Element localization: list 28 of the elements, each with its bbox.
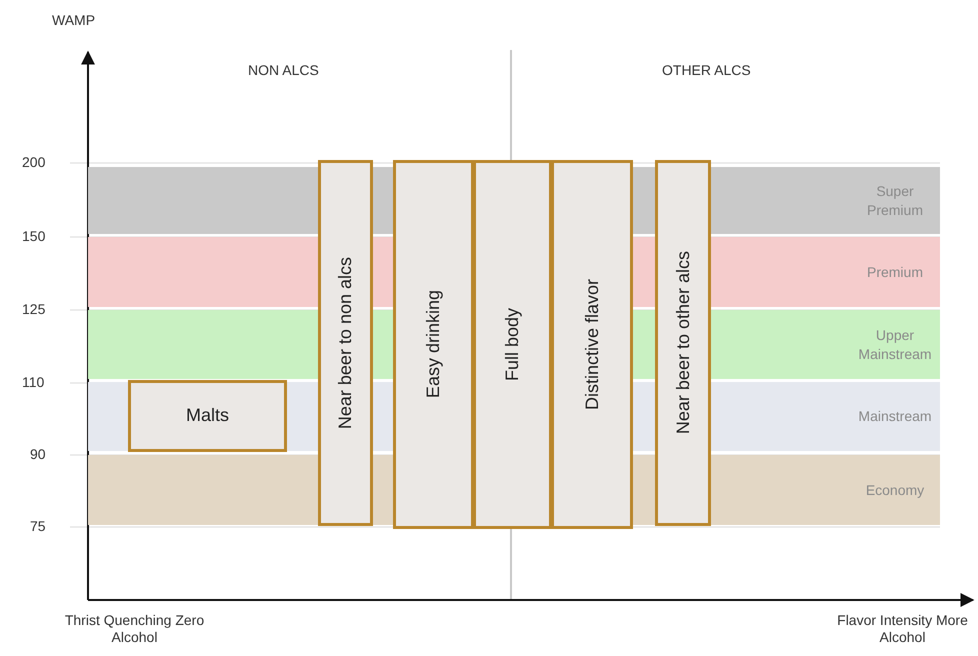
category-box (318, 160, 373, 526)
node-text: Full body (502, 308, 523, 382)
category-box (655, 160, 711, 526)
tick-label: 90 (30, 446, 46, 463)
category-box (128, 380, 287, 452)
tick-label: 150 (22, 228, 46, 245)
node-text: Premium (866, 262, 924, 282)
node-text: Near beer to non alcs (335, 256, 356, 430)
category-box (473, 160, 552, 529)
category-box (393, 160, 474, 529)
node-text: Economy (864, 480, 926, 500)
node-text: Super Premium (866, 182, 924, 219)
node-text: Easy drinking (423, 290, 444, 399)
region-label: NON ALCS (248, 62, 319, 79)
node-text: Distinctive flavor (582, 278, 602, 410)
region-label: OTHER ALCS (662, 62, 751, 79)
node-text: Malts (186, 404, 229, 428)
node-text: Mainstream (857, 407, 933, 426)
tick-label: 125 (22, 301, 46, 318)
axis-label: Flavor Intensity More Alcohol (836, 612, 969, 646)
axis-label: Thrist Quenching Zero Alcohol (64, 612, 206, 646)
tick-label: 75 (30, 518, 46, 535)
category-box (551, 160, 633, 529)
tick-label: 200 (22, 154, 46, 171)
node-text: Upper Mainstream (857, 326, 933, 363)
axis-title: WAMP (52, 12, 96, 29)
node-text: Near beer to other alcs (672, 251, 694, 435)
tick-label: 110 (22, 374, 44, 391)
